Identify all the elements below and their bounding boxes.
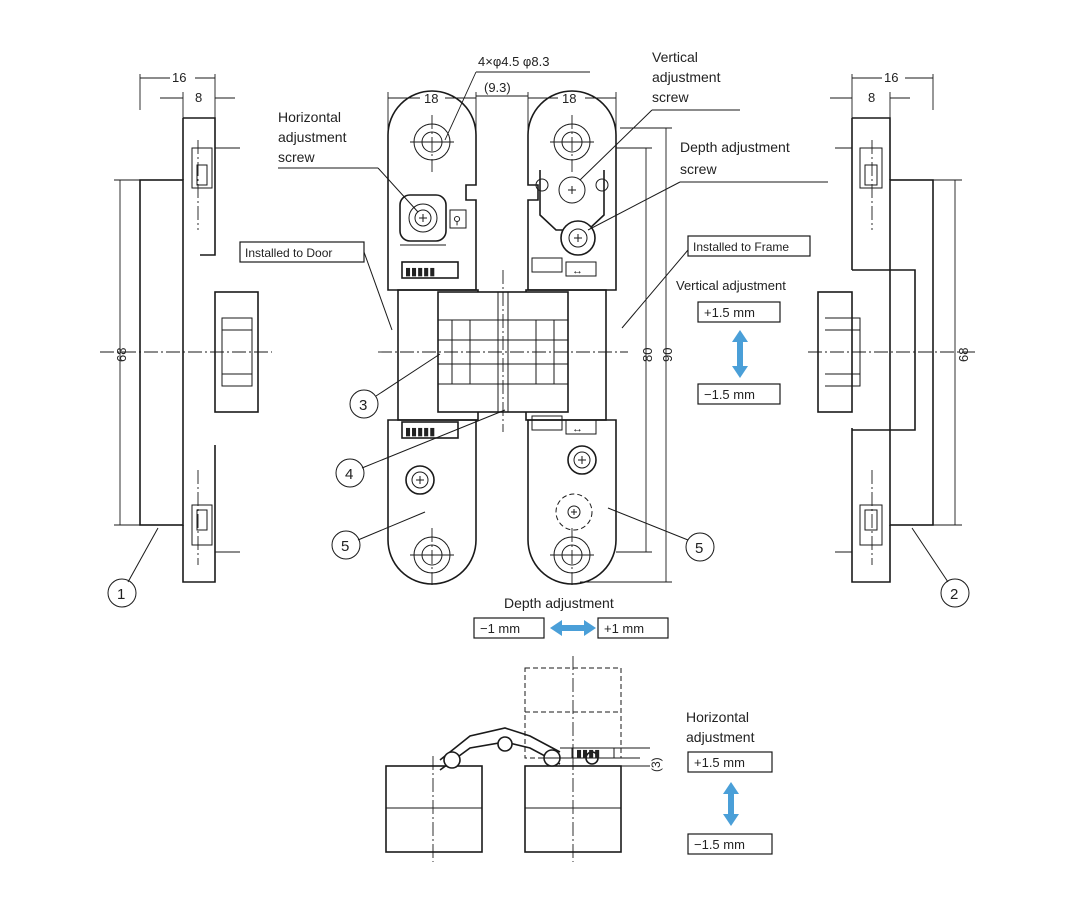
callout-2-circle	[940, 578, 970, 608]
svg-text:▮▮▮▮▮: ▮▮▮▮▮	[405, 266, 435, 278]
label-vertical-screw-line1: Vertical	[652, 49, 698, 65]
dim-80: 80	[640, 348, 655, 362]
horizontal-double-arrow	[723, 782, 739, 826]
callout-5b: 5	[695, 540, 703, 557]
vertical-plus: +1.5 mm	[704, 305, 755, 320]
label-installed-frame: Installed to Frame	[693, 240, 789, 254]
callout-5b-circle	[685, 532, 715, 562]
dim-90: 90	[660, 348, 675, 362]
depth-plus: +1 mm	[604, 621, 644, 636]
svg-text:↔: ↔	[572, 423, 583, 435]
hole-spec: 4×φ4.5 φ8.3	[478, 54, 549, 69]
svg-text:▮▮▮▮▮: ▮▮▮▮▮	[405, 426, 435, 438]
label-vertical-screw-line2: adjustment	[652, 69, 721, 85]
horizontal-plus: +1.5 mm	[694, 755, 745, 770]
hole-spacing: (9.3)	[484, 80, 511, 95]
callout-5a-circle	[331, 530, 361, 560]
callout-5a: 5	[341, 538, 349, 555]
label-horizontal-adjustment-line1: Horizontal	[686, 709, 749, 725]
label-installed-door: Installed to Door	[245, 246, 332, 260]
top-view: ▮▮▮▮ (3) Horizontal adjustment +1.5 mm −…	[385, 656, 773, 862]
dim-8-left: 8	[195, 90, 202, 105]
dim-16-left: 16	[172, 70, 186, 85]
label-horizontal-screw-line1: Horizontal	[278, 109, 341, 125]
right-side-view: 16 8 68 2	[808, 70, 975, 608]
dim-68-right: 68	[956, 348, 971, 362]
callout-4-circle	[335, 458, 365, 488]
dim-18-right: 18	[562, 91, 576, 106]
dim-3: (3)	[649, 757, 663, 772]
dim-68-left: 68	[114, 348, 129, 362]
label-depth-screw-line1: Depth adjustment	[680, 139, 790, 155]
depth-minus: −1 mm	[480, 621, 520, 636]
svg-text:↔: ↔	[572, 265, 583, 277]
depth-double-arrow	[550, 620, 596, 636]
label-horizontal-screw-line2: adjustment	[278, 129, 347, 145]
label-horizontal-screw-line3: screw	[278, 149, 315, 165]
callout-4: 4	[345, 466, 353, 483]
label-vertical-adjustment: Vertical adjustment	[676, 278, 786, 293]
callout-3-circle	[349, 389, 379, 419]
label-horizontal-adjustment-line2: adjustment	[686, 729, 755, 745]
label-depth-screw-line2: screw	[680, 161, 717, 177]
svg-text:⚲: ⚲	[453, 215, 461, 227]
left-side-view: 16 8 68 1	[100, 70, 272, 608]
callout-1-circle	[107, 578, 137, 608]
callout-3: 3	[359, 397, 367, 414]
horizontal-minus: −1.5 mm	[694, 837, 745, 852]
front-view: 18 18 4×φ4.5 φ8.3 (9.3)	[378, 54, 675, 585]
vertical-minus: −1.5 mm	[704, 387, 755, 402]
callout-2: 2	[950, 586, 958, 603]
vertical-double-arrow	[732, 330, 748, 378]
callout-1: 1	[117, 586, 125, 603]
labels: Horizontal adjustment screw Vertical adj…	[239, 49, 828, 639]
dim-18-left: 18	[424, 91, 438, 106]
label-vertical-screw-line3: screw	[652, 89, 689, 105]
label-depth-adjustment: Depth adjustment	[504, 595, 614, 611]
svg-text:▮▮▮▮: ▮▮▮▮	[576, 748, 600, 760]
dim-8-right: 8	[868, 90, 875, 105]
dim-16-right: 16	[884, 70, 898, 85]
